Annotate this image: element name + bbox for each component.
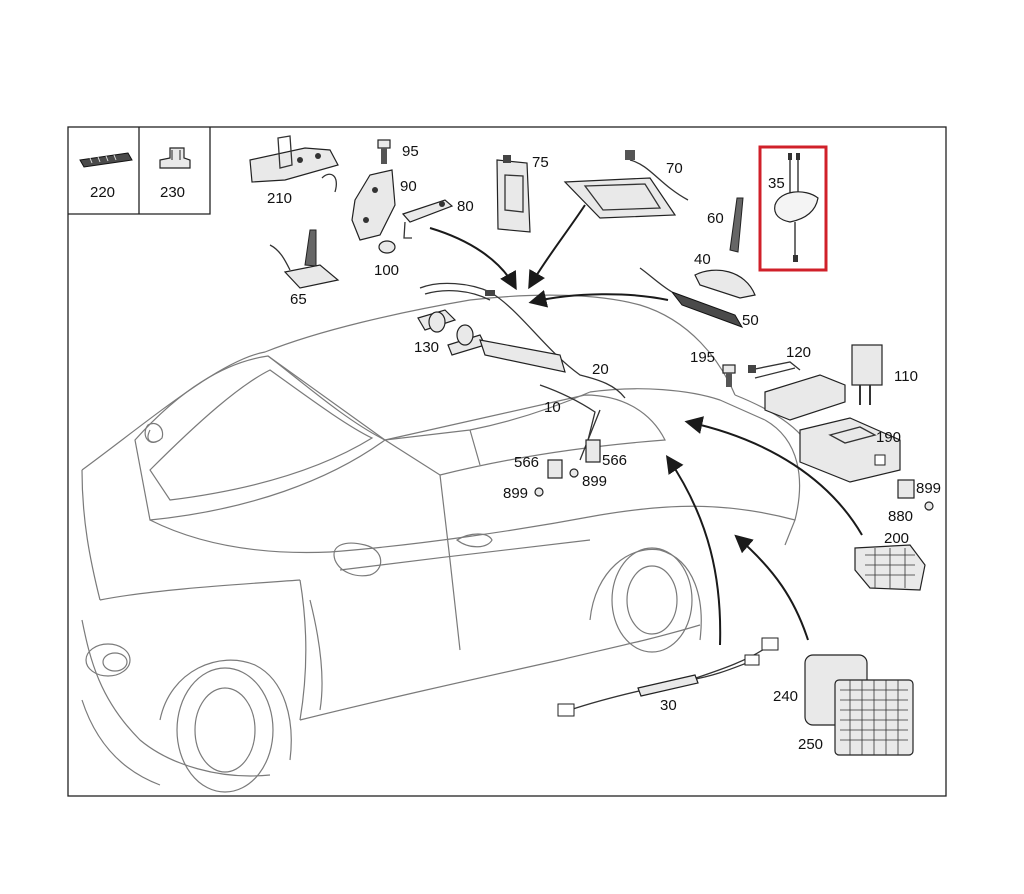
part-566-899-connectors <box>534 439 934 511</box>
label-30: 30 <box>660 697 677 714</box>
part-90 <box>351 169 396 241</box>
part-100 <box>378 240 396 254</box>
label-110: 110 <box>894 368 918 385</box>
label-899-mid: 899 <box>582 473 607 490</box>
label-65: 65 <box>290 291 307 308</box>
part-120 <box>748 361 846 421</box>
part-40 <box>694 269 756 299</box>
label-899-right: 899 <box>916 480 941 497</box>
label-899-left: 899 <box>503 485 528 502</box>
label-230: 230 <box>160 184 185 201</box>
diagram-frame <box>67 126 947 797</box>
part-60 <box>729 197 744 253</box>
assembly-arrows <box>429 204 863 646</box>
part-70 <box>563 150 689 219</box>
part-190 <box>799 417 901 483</box>
part-80 <box>401 199 454 239</box>
part-75 <box>496 155 531 233</box>
label-70: 70 <box>666 160 683 177</box>
label-40: 40 <box>694 251 711 268</box>
label-120: 120 <box>786 344 811 361</box>
label-95: 95 <box>402 143 419 160</box>
highlight-box-35 <box>758 145 828 272</box>
part-65 <box>269 229 340 289</box>
label-220: 220 <box>90 184 115 201</box>
label-20: 20 <box>592 361 609 378</box>
part-230 <box>159 147 191 169</box>
part-220 <box>79 152 133 168</box>
part-50 <box>639 267 744 328</box>
part-number-labels: 220 230 210 95 90 80 100 75 70 60 35 65 … <box>90 143 941 753</box>
label-10: 10 <box>544 399 561 416</box>
label-200: 200 <box>884 530 909 547</box>
part-110 <box>851 344 883 405</box>
part-195 <box>722 364 736 387</box>
label-210: 210 <box>267 190 292 207</box>
label-80: 80 <box>457 198 474 215</box>
label-250: 250 <box>798 736 823 753</box>
part-35[interactable] <box>774 153 819 262</box>
part-240-250 <box>804 654 914 756</box>
label-880: 880 <box>888 508 913 525</box>
label-190: 190 <box>876 429 901 446</box>
label-240: 240 <box>773 688 798 705</box>
label-566-left: 566 <box>514 454 539 471</box>
part-210 <box>249 135 339 193</box>
label-195: 195 <box>690 349 715 366</box>
label-90: 90 <box>400 178 417 195</box>
part-30 <box>557 637 779 717</box>
small-parts-box <box>68 127 211 215</box>
label-75: 75 <box>532 154 549 171</box>
part-130 <box>417 309 486 356</box>
label-35: 35 <box>768 175 785 192</box>
car-outline <box>81 294 806 793</box>
label-60: 60 <box>707 210 724 227</box>
label-100: 100 <box>374 262 399 279</box>
part-20-10-cables <box>419 282 626 461</box>
part-95 <box>377 139 391 164</box>
part-200 <box>854 544 926 591</box>
label-130: 130 <box>414 339 439 356</box>
label-566-right: 566 <box>602 452 627 469</box>
label-50: 50 <box>742 312 759 329</box>
